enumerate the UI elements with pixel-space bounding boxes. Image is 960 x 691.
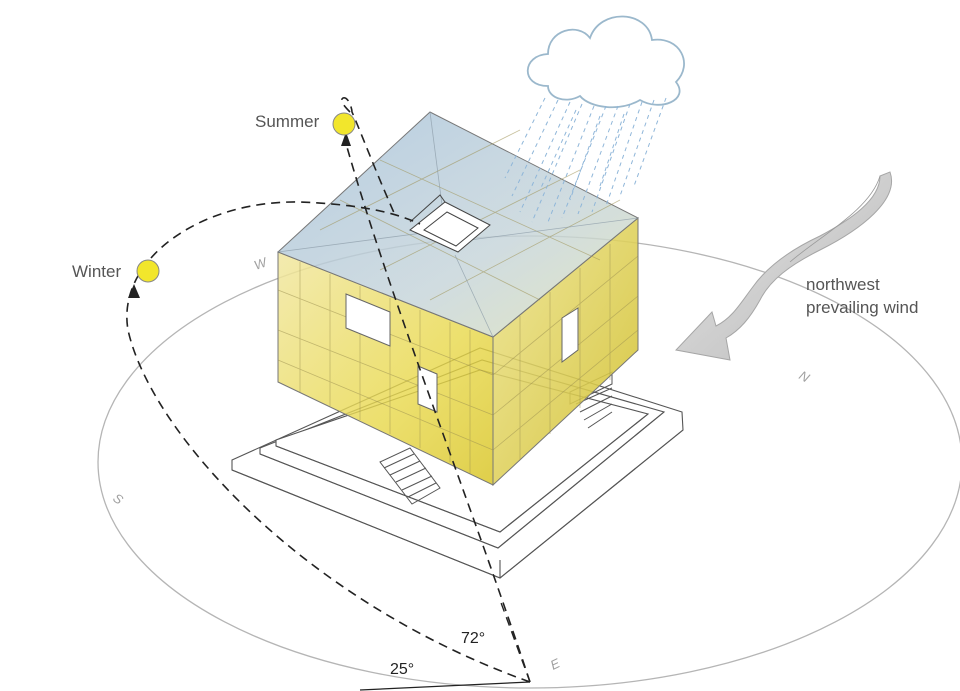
angle-line-summer	[499, 599, 531, 683]
rain-icon	[504, 97, 667, 223]
compass-north: N	[797, 368, 813, 386]
compass-west: W	[252, 254, 270, 273]
wind-twist-line	[789, 175, 881, 263]
wind-label-line1: northwest	[806, 275, 880, 294]
angle-winter-label: 25°	[390, 661, 414, 678]
summer-label: Summer	[255, 112, 320, 131]
summer-arrow	[341, 132, 351, 146]
skylight	[409, 194, 491, 253]
summer-sun-icon	[332, 112, 356, 136]
winter-sun-icon	[136, 259, 160, 283]
compass-east: E	[548, 655, 562, 672]
angle-line-base	[359, 681, 531, 691]
cloud-icon	[526, 15, 685, 109]
compass-south: S	[110, 490, 126, 507]
timber-frame	[277, 129, 639, 474]
wind-label-line2: prevailing wind	[806, 298, 918, 317]
angle-summer-label: 72°	[461, 630, 485, 647]
winter-sun-path	[126, 201, 531, 683]
winter-arrow	[128, 284, 140, 298]
winter-label: Winter	[72, 262, 121, 281]
wind-arrow-icon	[675, 171, 892, 361]
front-stairs	[379, 447, 441, 505]
